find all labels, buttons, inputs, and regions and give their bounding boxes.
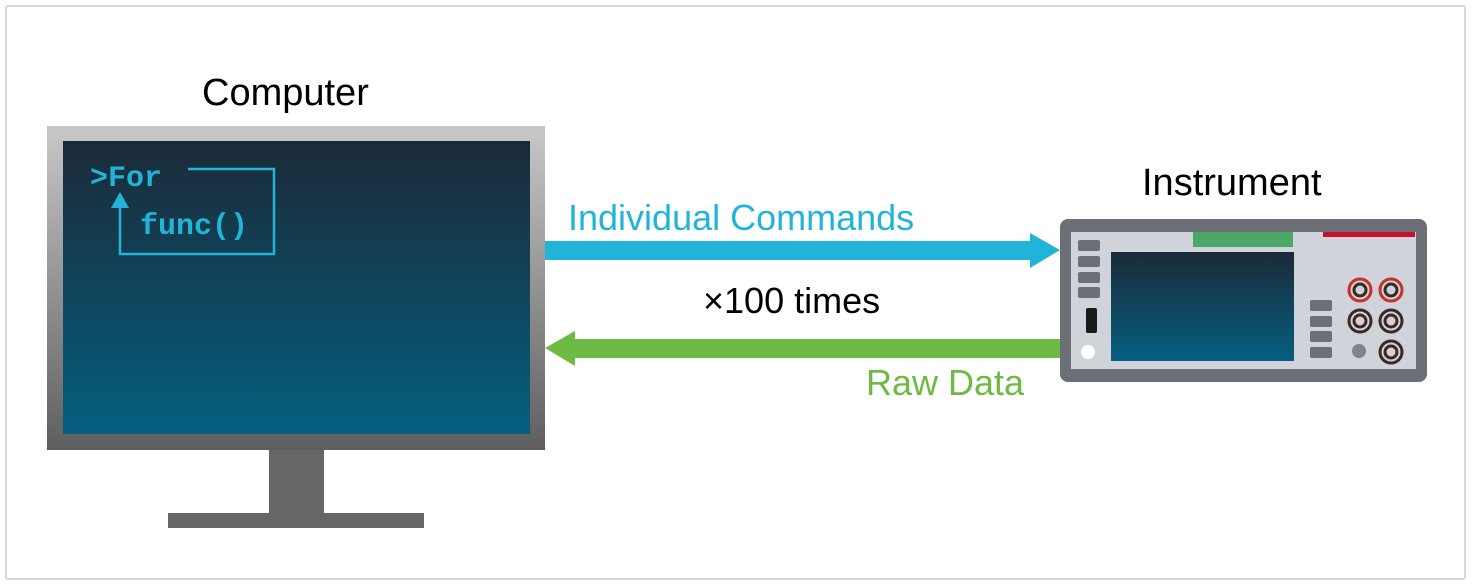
repeat-label: ×100 times <box>703 280 881 321</box>
instrument-screen <box>1111 252 1294 361</box>
border-frame <box>5 5 1466 580</box>
commands-arrow <box>545 233 1060 268</box>
computer-label: Computer <box>202 72 369 114</box>
computer-monitor-icon: >For func() <box>47 126 545 528</box>
loop-arrow <box>118 167 276 256</box>
commands-label: Individual Commands <box>568 197 915 238</box>
code-line-for: >For <box>90 162 162 196</box>
instrument-icon <box>1060 219 1427 382</box>
raw-data-arrow <box>545 331 1060 366</box>
instrument-label: Instrument <box>1142 162 1322 204</box>
raw-data-label: Raw Data <box>866 362 1025 403</box>
monitor-screen <box>63 141 530 434</box>
code-line-func: func() <box>140 210 248 244</box>
loop-arrowhead-icon <box>111 192 129 208</box>
